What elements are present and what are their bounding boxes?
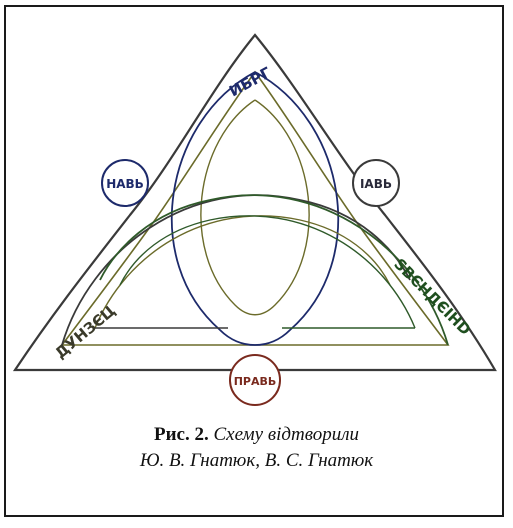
yav-circle-label: ІАВЬ	[360, 177, 392, 191]
rune-inscription-left: ДУНЗЄЦ	[51, 301, 119, 362]
prav-circle: ПРАВЬ	[230, 355, 280, 405]
caption-text: Схему відтворили	[213, 424, 359, 445]
yav-circle: ІАВЬ	[353, 160, 399, 206]
rune-inscription-top: ИБРГ	[226, 63, 274, 100]
caption-label: Рис. 2.	[154, 424, 209, 445]
figure-caption: Рис. 2. Схему відтворили Ю. В. Гнатюк, В…	[0, 422, 513, 474]
caption-authors: Ю. В. Гнатюк, В. С. Гнатюк	[0, 448, 513, 474]
top-petal-inner	[201, 100, 309, 315]
rune-inscription-right: ЅВЄНДЄІНD	[390, 255, 474, 339]
inner-band-boundary	[62, 72, 448, 345]
top-petal-outer	[172, 72, 338, 345]
prav-circle-label: ПРАВЬ	[234, 375, 277, 388]
nav-circle-label: НАВЬ	[106, 177, 144, 191]
nav-circle: НАВЬ	[102, 160, 148, 206]
